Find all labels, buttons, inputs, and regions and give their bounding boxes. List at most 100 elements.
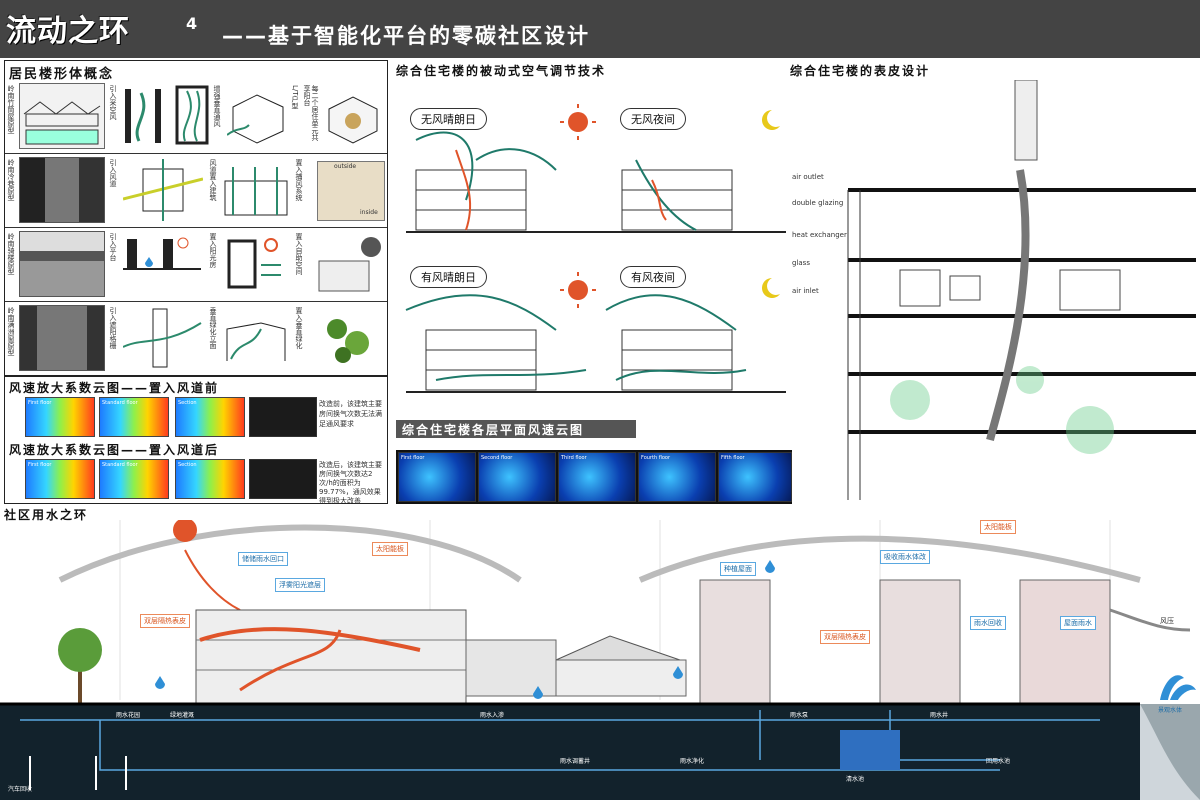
floor-label: Second floor (481, 455, 513, 461)
row-note: 引入风道 (109, 159, 117, 187)
section-after (249, 459, 317, 499)
label-air-inlet: air inlet (792, 287, 819, 295)
diagram-sunroom (221, 235, 291, 293)
facade-section-drawing (847, 79, 1196, 500)
row-note: 置入阳光房 (209, 233, 217, 268)
passive-diagrams: 无风晴朗日 无风夜间 有风晴朗日 有风夜间 (396, 80, 796, 410)
landscape-water-label: 景观水体 (1158, 707, 1183, 714)
row-photo (19, 157, 105, 223)
logo-mark: 4 (186, 14, 198, 33)
cfd-label: Section (178, 400, 197, 406)
water-tag: 雨水回收 (970, 616, 1006, 630)
wind-pressure-label: 风压 (1160, 617, 1174, 625)
tag-outside: outside (334, 163, 357, 170)
row-label: 岭南竹筒屋原型 (7, 85, 15, 134)
row-note: 引入采空风 (109, 85, 117, 120)
cfd-label: First floor (28, 400, 52, 406)
cfd-before-2: Standard floor (99, 397, 169, 437)
sun-icon (173, 518, 197, 542)
row-note: L/T户型 (291, 85, 299, 110)
diagram-unit-block (226, 87, 287, 145)
floor-cfd-3: Third floor (558, 452, 636, 502)
heat-tag: 太阳能板 (980, 520, 1016, 534)
row-photo (19, 83, 105, 149)
wind-ratio-panel: 风速放大系数云图——置入风道前 First floor Standard flo… (4, 376, 388, 505)
diagram-louver (122, 307, 203, 369)
moon-icon (762, 110, 780, 130)
wind-before-note: 改造前，该建筑主要房间换气次数无法满足通风要求 (319, 400, 382, 428)
ground-label: 雨水泵 (790, 712, 809, 719)
passive-title: 综合住宅楼的被动式空气调节技术 (396, 64, 607, 78)
label-glass: glass (792, 259, 810, 267)
sun-icon (560, 272, 596, 308)
row-label: 岭南满洲窗原型 (7, 307, 15, 356)
ground-label: 雨水净化 (680, 758, 705, 765)
facade-title: 综合住宅楼的表皮设计 (790, 64, 931, 78)
floor-label: Third floor (561, 455, 587, 461)
water-section: 储储雨水回口 浮雾阳光遮层 种植屋面 吸收雨水体改 雨水回收 屋面雨水 双层隔热… (0, 518, 1200, 800)
scene-label-1: 无风晴朗日 (410, 108, 487, 130)
cfd-before-1: First floor (25, 397, 95, 437)
passive-scenes-drawing (405, 104, 786, 393)
floor-label: Fourth floor (641, 455, 671, 461)
row-note: 置入垂直绿化 (295, 307, 303, 349)
header-bar: 流动之环 4 ——基于智能化平台的零碳社区设计 (0, 0, 1200, 58)
diagram-vertical-green (317, 309, 383, 367)
cfd-label: Section (178, 462, 197, 468)
section-before (249, 397, 317, 437)
floor-cfd-4: Fourth floor (638, 452, 716, 502)
diagram-shared-balcony (323, 89, 381, 145)
diagram-platform (123, 233, 201, 295)
diagram-duct-building (221, 161, 291, 219)
floor-wind-strip: First floor Second floor Third floor Fou… (396, 450, 792, 504)
logo-title: 流动之环 (6, 14, 130, 49)
concept-title: 居民楼形体概念 (9, 67, 115, 82)
ground-label: 雨水调蓄井 (560, 758, 591, 765)
cfd-after-2: Standard floor (99, 459, 169, 499)
water-tag: 储储雨水回口 (238, 552, 288, 566)
label-air-outlet: air outlet (792, 173, 824, 181)
floor-cfd-2: Second floor (478, 452, 556, 502)
diagram-vertical-flow (121, 85, 165, 147)
page-subtitle: ——基于智能化平台的零碳社区设计 (222, 24, 590, 48)
scene-label-4: 有风夜间 (620, 266, 686, 288)
row-label: 岭南冷巷原型 (7, 159, 15, 201)
diagram-green-facade (221, 309, 291, 367)
floor-label: First floor (401, 455, 425, 461)
diagram-air-wells (175, 85, 209, 147)
sun-icon (560, 104, 596, 140)
water-tag: 吸收雨水体改 (880, 550, 930, 564)
left-concept-panel: 居民楼形体概念 岭南竹筒屋原型 引入采空风 增强垂直通风 L/T户型 每二个居住… (4, 60, 388, 376)
cfd-label: First floor (28, 462, 52, 468)
floor-wind-title-bar: 综合住宅楼各层平面风速云图 (396, 420, 636, 438)
row-photo (19, 231, 105, 297)
row-note: 置入捕风系统 (295, 159, 303, 201)
diagram-wind-duct (122, 159, 204, 221)
floor-wind-title: 综合住宅楼各层平面风速云图 (402, 423, 585, 437)
water-tag: 浮雾阳光遮层 (275, 578, 325, 592)
floor-label: Fifth floor (721, 455, 745, 461)
ground-label: 汽车回收 (8, 786, 33, 793)
row-label: 岭南骑楼原型 (7, 233, 15, 275)
cfd-label: Standard floor (102, 462, 138, 468)
heat-tag: 双层隔热表皮 (820, 630, 870, 644)
heat-tag: 双层隔热表皮 (140, 614, 190, 628)
scene-label-3: 有风晴朗日 (410, 266, 487, 288)
ground-label: 绿地灌溉 (170, 712, 195, 719)
heat-tag: 太阳能板 (372, 542, 408, 556)
moon-icon (761, 278, 780, 298)
scene-label-2: 无风夜间 (620, 108, 686, 130)
facade-section: air outlet double glazing heat exchanger… (790, 79, 1196, 500)
floor-cfd-5: Fifth floor (718, 452, 792, 502)
ground-label: 清水池 (846, 776, 865, 783)
fountain-icon (1160, 675, 1196, 700)
row-note: 风道置入建筑 (209, 159, 217, 201)
ground-label: 雨水井 (930, 712, 949, 719)
cfd-label: Standard floor (102, 400, 138, 406)
concept-row-4: 岭南满洲窗原型 引入遮阳格栅 垂直绿化立面 置入垂直绿化 (5, 301, 387, 375)
diagram-self-service (317, 235, 383, 293)
floor-cfd-1: First floor (398, 452, 476, 502)
water-title: 社区用水之环 (4, 508, 89, 522)
row-note: 垂直绿化立面 (209, 307, 217, 349)
ground-label: 雨水花园 (116, 712, 141, 719)
